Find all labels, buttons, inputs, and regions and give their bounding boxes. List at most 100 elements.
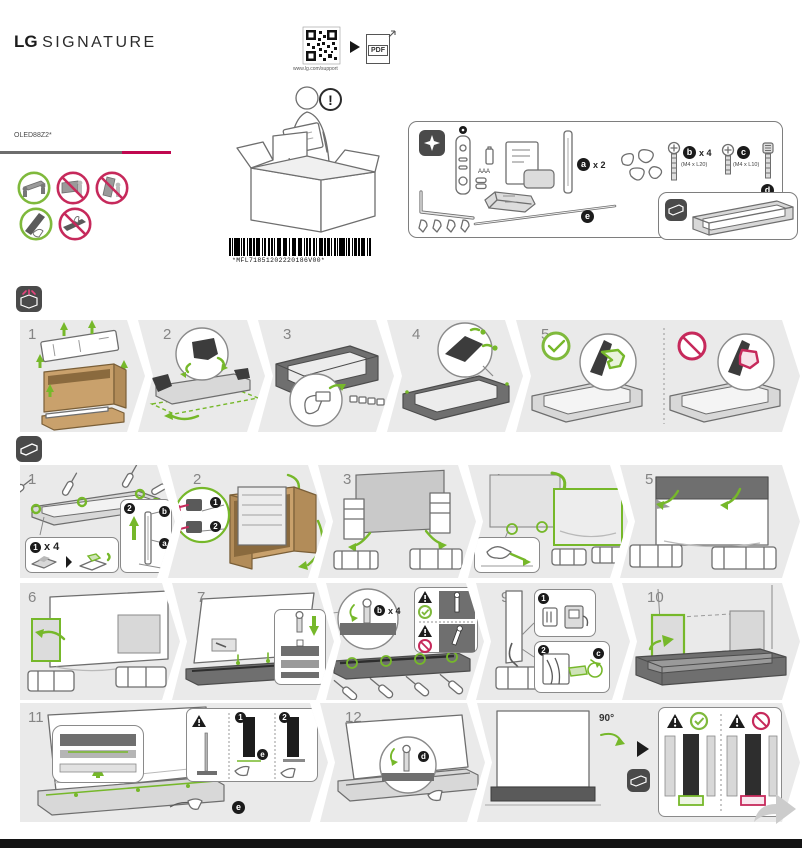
assembly-step-6-illustration	[20, 583, 180, 700]
batteries-pair-icon	[475, 177, 487, 190]
part-a-icon	[563, 130, 573, 194]
screw-b-badge: b	[683, 146, 696, 159]
assembly-step-6-number: 6	[28, 589, 37, 606]
ok-carry-two-people-icon	[17, 171, 51, 205]
screw-c-spec: (M4 x L10)	[733, 162, 760, 168]
assembly-step-1-label-a: a	[159, 538, 170, 549]
unpack-step-1-panel: 1	[20, 320, 145, 432]
assembly-step-3-number: 3	[343, 471, 352, 488]
pdf-file-icon: PDF	[366, 34, 390, 64]
assembly-step-11-marker-1: 1	[235, 712, 246, 723]
bracket-icon	[484, 191, 536, 213]
assembly-step-4-inset-hand	[474, 537, 540, 573]
hooks-icon	[418, 219, 470, 233]
assembly-step-9-marker-2: 2	[538, 645, 549, 656]
screw-b-spec: (M4 x L20)	[681, 162, 708, 168]
qr-caption: www.lg.com/support	[293, 66, 338, 72]
assembly-step-1-marker-1: 1	[30, 542, 41, 553]
assembly-step-7-number: 7	[197, 589, 206, 606]
next-page-arrow-icon	[754, 794, 796, 824]
header-rule-accent	[122, 151, 171, 154]
unpack-step-1-illustration	[20, 320, 145, 432]
bottom-bar	[0, 839, 802, 848]
assembly-step-13-stand-icon	[627, 769, 650, 792]
battery-size-label: AAA	[478, 169, 491, 175]
assembly-step-11-inset-label-e: e	[257, 749, 268, 760]
assembly-step-5-illustration	[620, 465, 800, 578]
screw-b-icon	[667, 141, 681, 181]
brand-lg: LG	[14, 32, 38, 51]
assembly-step-12-label-d: d	[418, 751, 429, 762]
assembly-step-6-panel: 6	[20, 583, 180, 700]
no-press-screen-icon	[58, 207, 92, 241]
cable-holder-icon	[621, 149, 663, 181]
remote-control-icon	[455, 126, 471, 195]
assembly-step-5-panel: 5	[620, 465, 800, 578]
unpack-step-5-number: 5	[541, 326, 550, 343]
exclamation-icon: !	[319, 88, 342, 111]
unpack-step-3-illustration	[258, 320, 394, 432]
assembly-step-7-inset-screw	[274, 609, 326, 685]
no-carry-alone-icon	[56, 171, 90, 205]
assembly-step-5-number: 5	[645, 471, 654, 488]
rod-e-icon	[473, 204, 617, 226]
screw-b-qty: x 4	[699, 148, 712, 158]
assembly-step-2-number: 2	[193, 471, 202, 488]
stand-section-icon	[665, 199, 687, 221]
assembly-step-3-illustration	[318, 465, 476, 578]
unpack-section-icon	[16, 286, 42, 312]
assembly-step-1-label-b: b	[159, 506, 170, 517]
battery-icon	[485, 146, 494, 165]
person-unboxing-illustration	[236, 86, 380, 233]
part-a-qty: x 2	[593, 160, 606, 170]
assembly-step-12-panel: 12 d	[320, 703, 485, 822]
stand-frame-illustration	[692, 200, 794, 236]
rod-e-badge: e	[581, 210, 594, 223]
pdf-corner-arrow-icon	[388, 30, 396, 38]
assembly-step-11-marker-2: 2	[279, 712, 290, 723]
assembly-step-11-panel: 11 e	[20, 703, 328, 822]
unpack-step-4-panel: 4	[387, 320, 523, 432]
barcode-text: *MFL71851202220186V00*	[232, 257, 326, 264]
assembly-step-11-number: 11	[28, 709, 44, 726]
assembly-step-10-illustration	[622, 583, 800, 700]
ok-hold-edge-icon	[19, 207, 53, 241]
unpack-step-5-illustration	[516, 320, 800, 432]
assembly-step-13-illustration	[477, 703, 800, 822]
no-carry-tilted-icon	[95, 171, 129, 205]
assembly-step-2-illustration	[168, 465, 326, 578]
unpack-step-5-panel: 5	[516, 320, 800, 432]
assembly-step-9-number: 9	[501, 589, 510, 606]
assembly-step-3-panel: 3	[318, 465, 476, 578]
unpack-step-2-panel: 2	[138, 320, 265, 432]
assembly-step-2-marker-1: 1	[210, 497, 221, 508]
unpack-step-2-illustration	[138, 320, 265, 432]
unpack-step-4-illustration	[387, 320, 523, 432]
assembly-step-1-inset-post: 2 b a	[120, 499, 172, 573]
assembly-step-1-inset-brackets: 1 x 4	[25, 537, 119, 573]
assembly-step-9-label-c: c	[593, 648, 604, 659]
assembly-step-8-inset-warning	[414, 587, 478, 653]
arrow-right-icon	[350, 41, 360, 53]
unpack-step-2-number: 2	[163, 326, 172, 343]
unpack-step-3-panel: 3	[258, 320, 394, 432]
accessories-section-icon	[419, 130, 445, 156]
assembly-step-1-panel: 1 1 x 4 2	[20, 465, 175, 578]
manual-and-cloth-icon	[505, 141, 555, 189]
allen-key-icon	[419, 190, 475, 220]
screw-c-icon	[721, 143, 735, 175]
assembly-step-7-panel: 7	[172, 583, 334, 700]
brand-logo: LG SIGNATURE	[14, 32, 157, 52]
unpack-step-4-number: 4	[412, 326, 421, 343]
assembly-step-1-marker-2: 2	[124, 503, 135, 514]
assembly-step-11-inset-rail	[52, 725, 144, 783]
stand-frame-box	[658, 192, 798, 240]
assembly-step-9-inset-clamp: 2 c	[534, 641, 610, 693]
assembly-step-11-label-e: e	[232, 801, 245, 814]
barcode	[229, 238, 372, 256]
assembly-step-4-panel: 4	[468, 465, 628, 578]
assembly-step-2-marker-2: 2	[210, 521, 221, 532]
assembly-step-13-warning-inset	[658, 707, 782, 817]
brand-signature: SIGNATURE	[42, 34, 157, 51]
